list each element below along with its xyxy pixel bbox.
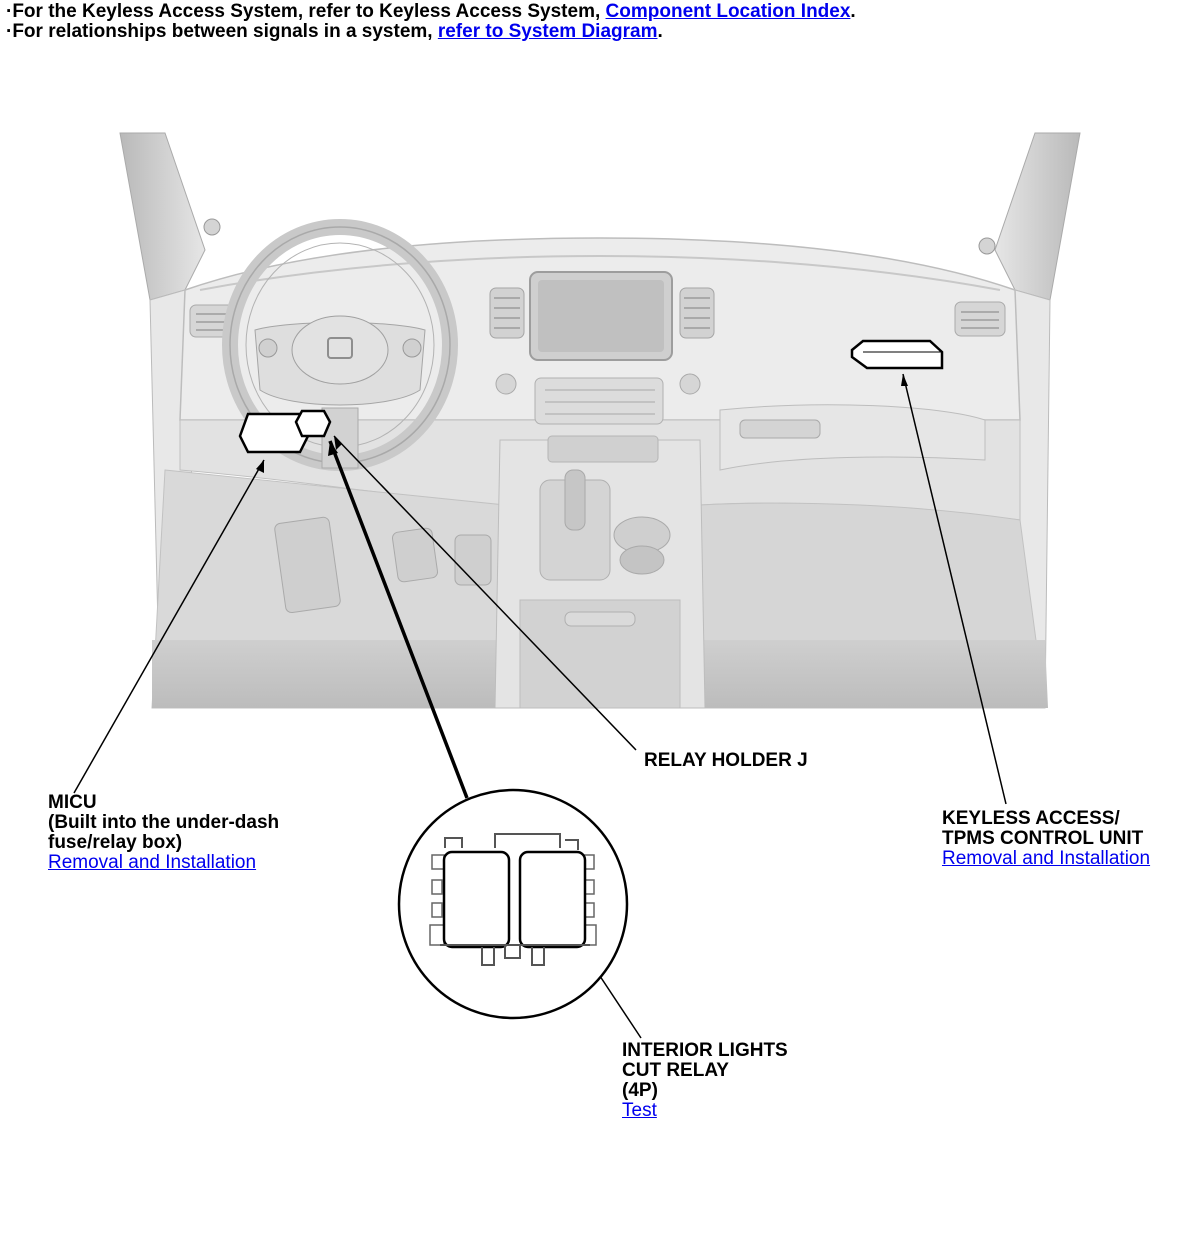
note-system-suffix: . [657, 21, 663, 42]
note-system-diagram: ·For relationships between signals in a … [6, 22, 663, 42]
keyless-removal-link[interactable]: Removal and Installation [942, 848, 1151, 869]
micu-leader-line [73, 459, 265, 794]
detail-leader-line [328, 440, 469, 799]
relay-holder-detail-circle [397, 788, 629, 1020]
note-keyless-text: ·For the Keyless Access System, refer to… [6, 1, 606, 22]
keyless-unit-shape [850, 339, 944, 370]
relay-holder-title: RELAY HOLDER J [644, 750, 808, 771]
system-diagram-link[interactable]: refer to System Diagram [437, 21, 658, 42]
car-interior [119, 132, 1081, 709]
keyless-title-line1: KEYLESS ACCESS/ [942, 808, 1120, 829]
interior-lights-relay-slot [518, 850, 587, 949]
micu-desc-line1: (Built into the under-dash [48, 812, 280, 833]
relay-holder-arrowhead [334, 436, 342, 450]
keyless-leader-line [902, 373, 1007, 805]
relay-holder-label: RELAY HOLDER J [644, 751, 808, 771]
note-keyless-suffix: . [850, 1, 856, 22]
interior-relay-pin-count: (4P) [622, 1080, 658, 1101]
component-location-index-link[interactable]: Component Location Index [605, 1, 851, 22]
micu-arrowhead [256, 460, 264, 473]
relay-holder-shape [294, 409, 332, 438]
micu-label: MICU (Built into the under-dash fuse/rel… [48, 793, 279, 873]
keyless-arrowhead [901, 374, 908, 386]
micu-title: MICU [48, 792, 97, 813]
relay-holder-leader-line [333, 435, 637, 751]
micu-removal-link[interactable]: Removal and Installation [48, 852, 257, 873]
micu-desc-line2: fuse/relay box) [48, 832, 183, 853]
keyless-title-line2: TPMS CONTROL UNIT [942, 828, 1144, 849]
note-keyless-access: ·For the Keyless Access System, refer to… [6, 2, 856, 22]
keyless-unit-label: KEYLESS ACCESS/ TPMS CONTROL UNIT Remova… [942, 809, 1150, 869]
interior-relay-title-line2: CUT RELAY [622, 1060, 729, 1081]
interior-relay-label: INTERIOR LIGHTS CUT RELAY (4P) Test [622, 1041, 788, 1121]
interior-relay-title-line1: INTERIOR LIGHTS [622, 1040, 788, 1061]
detail-arrowhead [328, 441, 338, 456]
note-system-text: ·For relationships between signals in a … [6, 21, 438, 42]
relay-slot-left [442, 850, 511, 949]
interior-relay-test-link[interactable]: Test [622, 1100, 657, 1121]
